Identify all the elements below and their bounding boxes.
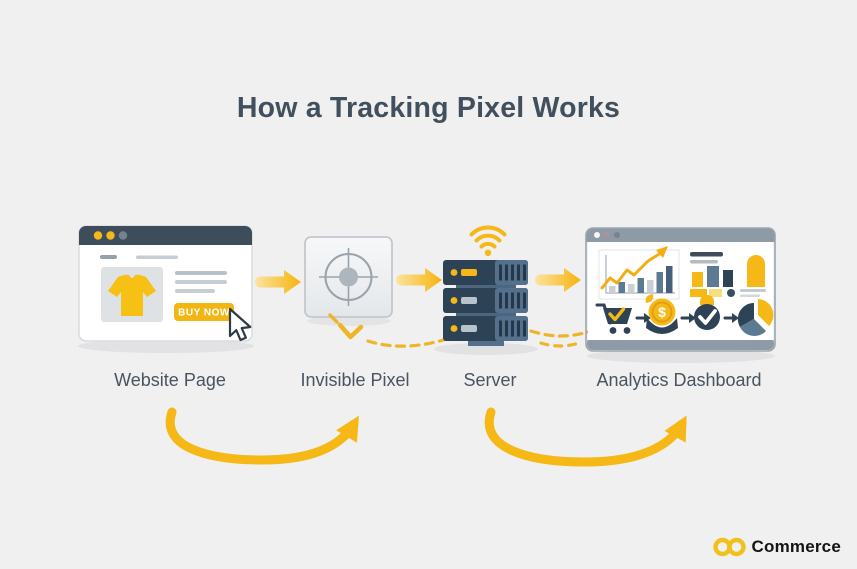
window-dot-icon <box>594 232 600 238</box>
crosshair-pixel-icon <box>319 248 378 306</box>
check-badge-icon <box>694 295 720 330</box>
wifi-icon <box>469 225 507 256</box>
dollar-coin-icon: $ <box>645 294 678 334</box>
flow-arrow-icon <box>535 268 581 292</box>
loop-arrow-icon <box>484 407 687 467</box>
conversion-funnel-row: $ <box>595 294 774 336</box>
dashed-flow-pixel-to-server <box>328 313 455 348</box>
dashboard-titlebar <box>586 228 775 242</box>
window-dot-icon <box>604 232 610 238</box>
website-page-illustration: BUY NOW <box>78 225 253 342</box>
step-label-website-page: Website Page <box>114 370 226 390</box>
arrow-right-icon <box>680 313 696 323</box>
buy-now-label: BUY NOW <box>178 308 230 319</box>
brand-name: Commerce <box>751 537 841 556</box>
analytics-dashboard-illustration: $ <box>585 227 776 352</box>
window-dot-icon <box>93 231 103 240</box>
flow-arrow-icon <box>396 268 442 292</box>
arrow-right-icon <box>723 313 739 323</box>
pie-chart-icon <box>737 299 774 336</box>
bar-chart-icon <box>690 252 766 297</box>
loop-arrows <box>165 407 687 467</box>
invisible-pixel-illustration <box>304 236 393 318</box>
cart-icon <box>595 303 632 334</box>
window-dot-icon <box>106 231 115 240</box>
flow-arrow-icon <box>255 270 301 294</box>
buy-now-button: BUY NOW <box>174 303 234 321</box>
tshirt-icon <box>108 274 156 316</box>
arrow-right-icon <box>635 313 651 323</box>
browser-titlebar <box>79 226 252 245</box>
trend-chart-icon <box>598 246 680 300</box>
flow-arrows <box>255 268 581 294</box>
step-label-analytics-dashboard: Analytics Dashboard <box>596 370 762 390</box>
drop-shadows <box>78 316 775 363</box>
server-illustration <box>443 225 528 346</box>
cursor-icon <box>228 307 252 342</box>
infinity-logo-icon <box>712 537 746 557</box>
brand-logo: Commerce <box>712 536 841 558</box>
step-label-server: Server <box>463 370 517 390</box>
window-dot-icon <box>614 232 620 238</box>
page-title: How a Tracking Pixel Works <box>236 92 621 124</box>
window-dot-icon <box>118 231 128 240</box>
dashed-flow-server-to-dashboard <box>529 329 593 348</box>
dollar-symbol: $ <box>658 304 666 320</box>
step-label-invisible-pixel: Invisible Pixel <box>300 370 410 390</box>
loop-arrow-icon <box>165 407 360 465</box>
server-stack-icon <box>443 260 528 346</box>
